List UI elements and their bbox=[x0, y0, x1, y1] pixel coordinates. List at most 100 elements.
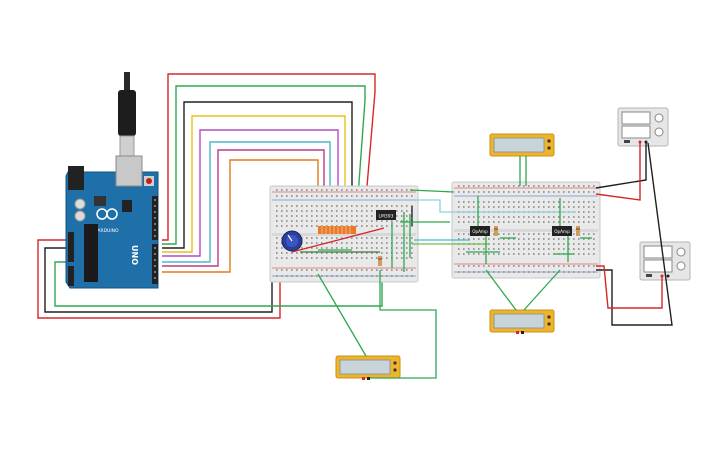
breadboard-hole bbox=[361, 220, 363, 222]
breadboard-hole bbox=[351, 237, 353, 239]
breadboard-hole bbox=[376, 275, 378, 277]
wire-green-power[interactable] bbox=[54, 261, 383, 307]
breadboard-hole bbox=[331, 275, 333, 277]
wire-black-top[interactable] bbox=[162, 101, 353, 249]
power-supply-top[interactable] bbox=[617, 107, 669, 147]
breadboard-hole bbox=[548, 185, 550, 187]
resistor-right-1[interactable] bbox=[494, 226, 498, 236]
breadboard-hole bbox=[553, 265, 555, 267]
breadboard-hole bbox=[281, 275, 283, 277]
breadboard-hole bbox=[356, 242, 358, 244]
breadboard-hole bbox=[276, 269, 278, 271]
breadboard-hole bbox=[543, 191, 545, 193]
wire-green-link-top[interactable] bbox=[409, 189, 455, 193]
breadboard-hole bbox=[528, 191, 530, 193]
breadboard-hole bbox=[473, 253, 475, 255]
breadboard-hole bbox=[573, 233, 575, 235]
breadboard-right-wires bbox=[466, 196, 592, 264]
breadboard-hole bbox=[463, 201, 465, 203]
breadboard-hole bbox=[336, 220, 338, 222]
breadboard-hole bbox=[346, 215, 348, 217]
breadboard-hole bbox=[316, 189, 318, 191]
led-bar-array[interactable] bbox=[318, 226, 356, 234]
breadboard-hole bbox=[458, 248, 460, 250]
breadboard-hole bbox=[578, 201, 580, 203]
breadboard-hole bbox=[568, 191, 570, 193]
breadboard-hole bbox=[321, 275, 323, 277]
breadboard-hole bbox=[321, 215, 323, 217]
resistor-left[interactable] bbox=[378, 256, 382, 266]
breadboard-hole bbox=[381, 242, 383, 244]
breadboard-hole bbox=[281, 220, 283, 222]
wire-cyan-top[interactable] bbox=[162, 141, 331, 263]
breadboard-hole bbox=[366, 237, 368, 239]
wire-magenta-top[interactable] bbox=[162, 149, 325, 267]
breadboard-hole bbox=[326, 215, 328, 217]
breadboard-hole bbox=[478, 216, 480, 218]
breadboard-hole bbox=[361, 189, 363, 191]
multimeter-bottom[interactable] bbox=[335, 355, 401, 380]
breadboard-hole bbox=[361, 252, 363, 254]
breadboard-hole bbox=[366, 195, 368, 197]
opamp-right[interactable]: OpAmp bbox=[552, 226, 572, 236]
breadboard-hole bbox=[326, 252, 328, 254]
breadboard-hole bbox=[488, 206, 490, 208]
breadboard-hole bbox=[301, 215, 303, 217]
breadboard-hole bbox=[563, 248, 565, 250]
breadboard-hole bbox=[578, 211, 580, 213]
wire-orange-top[interactable] bbox=[162, 159, 319, 273]
wire-green-meter-right[interactable] bbox=[485, 269, 561, 311]
arduino-digital-wires bbox=[162, 73, 376, 273]
wire-black-supply-top[interactable] bbox=[595, 143, 647, 189]
opamp-left[interactable]: OpAmp bbox=[470, 226, 490, 236]
wire-yellow-top[interactable] bbox=[162, 115, 346, 253]
breadboard-hole bbox=[361, 275, 363, 277]
wire-black-power[interactable] bbox=[44, 247, 273, 313]
wire-red-supply-bottom[interactable] bbox=[596, 265, 663, 309]
wire-green-meter-bottom[interactable] bbox=[317, 270, 437, 379]
breadboard-hole bbox=[406, 252, 408, 254]
breadboard-hole bbox=[411, 252, 413, 254]
breadboard-hole bbox=[301, 225, 303, 227]
breadboard-hole bbox=[371, 195, 373, 197]
breadboard-hole bbox=[396, 225, 398, 227]
wire-green-meter-top[interactable] bbox=[519, 156, 527, 186]
breadboard-hole bbox=[366, 242, 368, 244]
usb-connector-metal bbox=[119, 135, 135, 159]
breadboard-hole bbox=[533, 185, 535, 187]
resistor-right-2[interactable] bbox=[576, 226, 580, 236]
breadboard-hole bbox=[513, 243, 515, 245]
analog-header bbox=[68, 266, 74, 286]
breadboard-hole bbox=[376, 247, 378, 249]
multimeter-right-bottom[interactable] bbox=[489, 309, 555, 334]
potentiometer[interactable] bbox=[281, 230, 303, 252]
breadboard-hole bbox=[543, 206, 545, 208]
wire-red-power[interactable] bbox=[37, 239, 281, 319]
usb-plug[interactable] bbox=[118, 90, 136, 136]
wire-lightblue-link[interactable] bbox=[416, 199, 576, 213]
breadboard-hole bbox=[341, 242, 343, 244]
breadboard-hole bbox=[568, 248, 570, 250]
breadboard-hole bbox=[553, 243, 555, 245]
breadboard-hole bbox=[301, 210, 303, 212]
multimeter-top[interactable] bbox=[489, 133, 555, 157]
wire-red-diagonal[interactable] bbox=[291, 227, 385, 253]
breadboard-hole bbox=[588, 211, 590, 213]
breadboard-hole bbox=[326, 210, 328, 212]
breadboard-hole bbox=[468, 253, 470, 255]
comparator-chip[interactable]: LM393 bbox=[376, 210, 396, 220]
wire-green-top[interactable] bbox=[162, 85, 366, 245]
breadboard-hole bbox=[276, 252, 278, 254]
breadboard-hole bbox=[311, 210, 313, 212]
breadboard-hole bbox=[508, 238, 510, 240]
wire-purple-top[interactable] bbox=[162, 129, 339, 257]
wire-black-supply-long[interactable] bbox=[596, 142, 673, 326]
breadboard-hole bbox=[336, 242, 338, 244]
breadboard-hole bbox=[316, 242, 318, 244]
wire-red-top[interactable] bbox=[162, 73, 376, 241]
arduino-uno[interactable]: ARDUINO UNO bbox=[65, 72, 159, 289]
wire-red-supply-top[interactable] bbox=[595, 143, 641, 201]
breadboard-hole bbox=[498, 248, 500, 250]
breadboard-hole bbox=[301, 247, 303, 249]
breadboard-hole bbox=[396, 275, 398, 277]
